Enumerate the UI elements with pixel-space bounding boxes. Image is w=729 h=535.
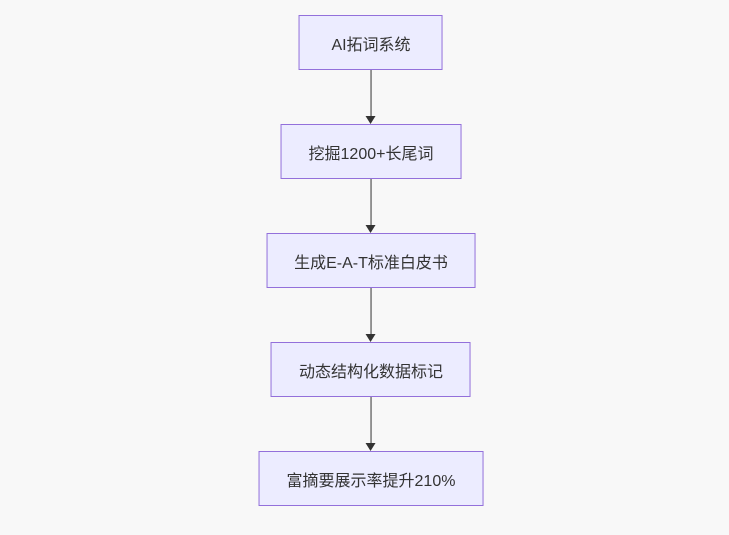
flow-arrow — [366, 288, 376, 342]
node-label: 生成E-A-T标准白皮书 — [294, 254, 448, 272]
arrow-down-icon — [366, 116, 376, 124]
node-longtail-mining: 挖掘1200+长尾词 — [280, 124, 462, 179]
node-label: 挖掘1200+长尾词 — [308, 145, 434, 163]
node-label: 富摘要展示率提升210% — [286, 472, 456, 490]
arrow-line — [370, 70, 372, 117]
flow-arrow — [366, 397, 376, 451]
node-structured-data-markup: 动态结构化数据标记 — [270, 342, 471, 397]
arrow-line — [370, 179, 372, 226]
node-eat-whitepaper: 生成E-A-T标准白皮书 — [266, 233, 476, 288]
arrow-down-icon — [366, 225, 376, 233]
arrow-line — [370, 288, 372, 335]
node-rich-snippet-result: 富摘要展示率提升210% — [258, 451, 484, 506]
node-ai-keyword-system: AI拓词系统 — [299, 15, 443, 70]
arrow-line — [370, 397, 372, 444]
flow-arrow — [366, 70, 376, 124]
arrow-down-icon — [366, 334, 376, 342]
node-label: AI拓词系统 — [331, 36, 411, 54]
node-label: 动态结构化数据标记 — [298, 363, 443, 381]
flow-arrow — [366, 179, 376, 233]
flowchart: AI拓词系统 挖掘1200+长尾词 生成E-A-T标准白皮书 动态结构化数据标记 — [258, 15, 484, 506]
arrow-down-icon — [366, 443, 376, 451]
